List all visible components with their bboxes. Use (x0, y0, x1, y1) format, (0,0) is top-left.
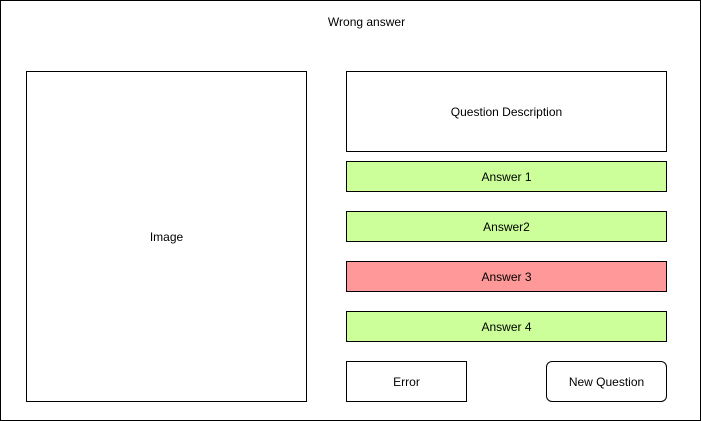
answer-option-2[interactable]: Answer2 (346, 211, 667, 242)
image-placeholder: Image (26, 71, 307, 402)
answer-option-1[interactable]: Answer 1 (346, 161, 667, 192)
new-question-button[interactable]: New Question (546, 361, 667, 402)
answer-option-3[interactable]: Answer 3 (346, 261, 667, 292)
question-description: Question Description (346, 71, 667, 152)
error-label: Error (346, 361, 467, 402)
result-title: Wrong answer (327, 15, 406, 29)
answer-option-4[interactable]: Answer 4 (346, 311, 667, 342)
